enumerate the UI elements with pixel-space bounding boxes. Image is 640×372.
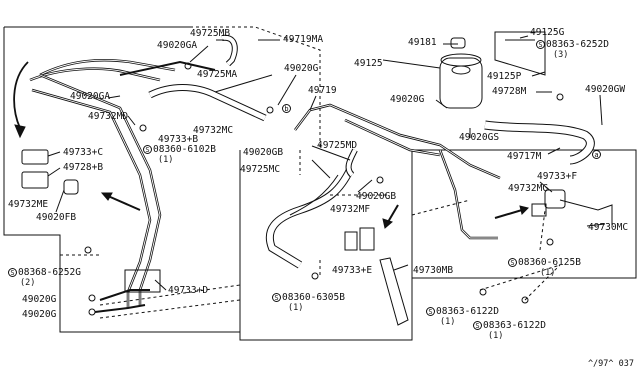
part-49020ga-left: 49020GA: [70, 91, 111, 102]
part-49733e: 49733+E: [332, 265, 373, 276]
part-49020gb-a: 49020GB: [243, 147, 284, 158]
part-49733d: 49733+D: [168, 285, 209, 296]
part-49020gw: 49020GW: [585, 84, 626, 95]
part-49181: 49181: [408, 37, 437, 48]
part-49020gs: 49020GS: [459, 132, 500, 143]
part-49732md: 49732MD: [88, 111, 129, 122]
reservoir-tank: [439, 57, 483, 109]
qty-08360-6305b: (1): [288, 303, 304, 313]
part-49725mc: 49725MC: [240, 164, 281, 175]
s-circle-symbol: S: [473, 321, 482, 330]
qty-08360-6102b: (1): [158, 155, 174, 165]
part-49733c: 49733+C: [63, 147, 104, 158]
right-panel-frame: [412, 149, 637, 279]
qty-08368-6252g: (2): [20, 278, 36, 288]
s-circle-symbol: S: [536, 40, 545, 49]
qty-08363-6122d-a: (1): [440, 317, 456, 327]
s-circle-symbol: S: [508, 258, 517, 267]
part-49719: 49719: [308, 85, 337, 96]
part-49020g-right: 49020G: [390, 94, 425, 105]
part-49732mc: 49732MC: [193, 125, 234, 136]
part-49730mb: 49730MB: [413, 265, 454, 276]
part-49725md: 49725MD: [317, 140, 358, 151]
part-49020gb-b: 49020GB: [356, 191, 397, 202]
part-49733b-top: 49733+B: [158, 134, 199, 145]
s-circle-symbol: S: [272, 293, 281, 302]
marker-b-circle: b: [282, 104, 292, 114]
marker-a-circle: a: [592, 150, 602, 160]
s-circle-symbol: S: [426, 307, 435, 316]
part-49020g-mid: 49020G: [284, 63, 319, 74]
part-49732mg: 49732MG: [508, 183, 549, 194]
part-49732me: 49732ME: [8, 199, 49, 210]
qty-08363-6122d-b: (1): [488, 331, 504, 341]
diagram-code: ^/97^ 037: [587, 359, 634, 369]
part-49728m: 49728M: [492, 86, 527, 97]
part-49730mc: 49730MC: [588, 222, 629, 233]
part-49725ma: 49725MA: [197, 69, 238, 80]
part-49020g-b2: 49020G: [22, 309, 57, 320]
part-49020fb: 49020FB: [36, 212, 77, 223]
s-circle-symbol: S: [143, 145, 152, 154]
part-49020ga-top: 49020GA: [157, 40, 198, 51]
part-49125: 49125: [354, 58, 383, 69]
part-49725mb: 49725MB: [190, 28, 231, 39]
part-49732mf: 49732MF: [330, 204, 371, 215]
part-49125g: 49125G: [530, 27, 565, 38]
part-49719ma: 49719MA: [283, 34, 324, 45]
part-49020g-b1: 49020G: [22, 294, 57, 305]
qty-08363-6252d: (3): [553, 50, 569, 60]
center-panel-frame: [239, 150, 413, 341]
part-49728b: 49728+B: [63, 162, 104, 173]
part-49733f: 49733+F: [537, 171, 578, 182]
part-49125p: 49125P: [487, 71, 522, 82]
qty-08360-6125b: (1): [540, 268, 556, 278]
s-circle-symbol: S: [8, 268, 17, 277]
part-49717m: 49717M: [507, 151, 542, 162]
